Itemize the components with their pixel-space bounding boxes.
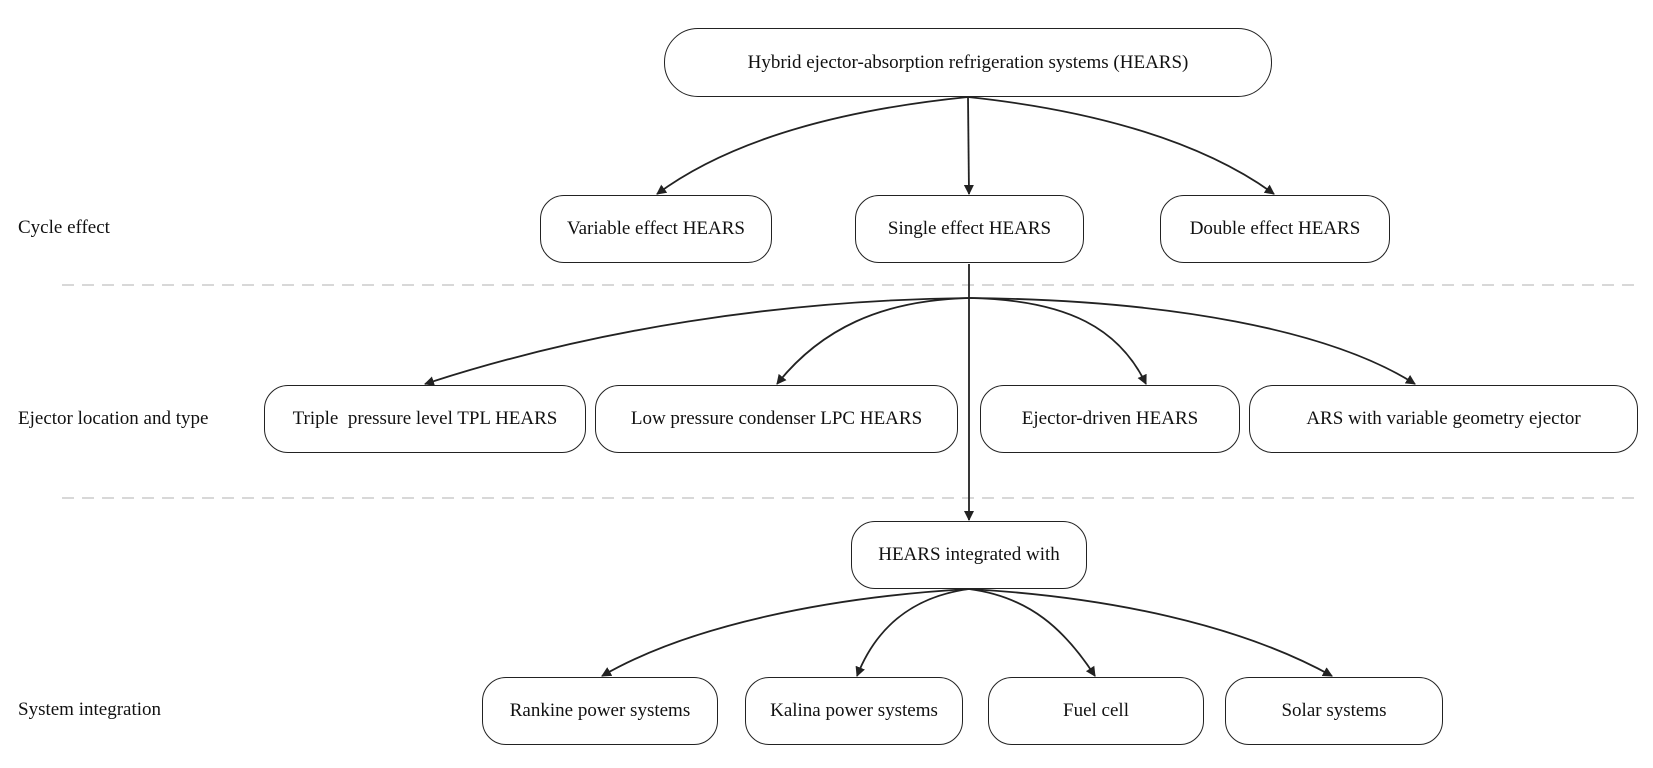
row-label-system-integration: System integration <box>18 699 162 720</box>
node-hears-integrated: HEARS integrated with <box>851 521 1087 589</box>
edge-root-variable <box>656 96 969 195</box>
edge-single-vge <box>969 297 1416 385</box>
row-label-cycle-effect: Cycle effect <box>18 217 110 238</box>
edge-root-double <box>967 96 1275 195</box>
node-root-hears: Hybrid ejector-absorption refrigeration … <box>664 28 1272 97</box>
node-tpl-hears: Triple pressure level TPL HEARS <box>264 385 586 453</box>
node-lpc-hears: Low pressure condenser LPC HEARS <box>595 385 958 453</box>
node-fuel-cell: Fuel cell <box>988 677 1204 745</box>
row-label-ejector-location: Ejector location and type <box>18 408 209 429</box>
node-double-effect: Double effect HEARS <box>1160 195 1390 263</box>
edge-single-tpl <box>424 297 971 386</box>
node-variable-effect: Variable effect HEARS <box>540 195 772 263</box>
node-kalina: Kalina power systems <box>745 677 963 745</box>
node-single-effect: Single effect HEARS <box>855 195 1084 263</box>
edge-root-single <box>963 96 974 195</box>
edge-integrated-kalina <box>855 588 970 677</box>
edge-integrated-rankine <box>601 588 970 677</box>
edge-single-driven <box>969 297 1147 385</box>
edge-single-lpc <box>776 297 971 385</box>
node-variable-geometry-ejector: ARS with variable geometry ejector <box>1249 385 1638 453</box>
node-solar: Solar systems <box>1225 677 1443 745</box>
node-ejector-driven: Ejector-driven HEARS <box>980 385 1240 453</box>
node-rankine: Rankine power systems <box>482 677 718 745</box>
edge-integrated-solar <box>968 588 1333 677</box>
edge-integrated-fuel <box>968 588 1096 677</box>
